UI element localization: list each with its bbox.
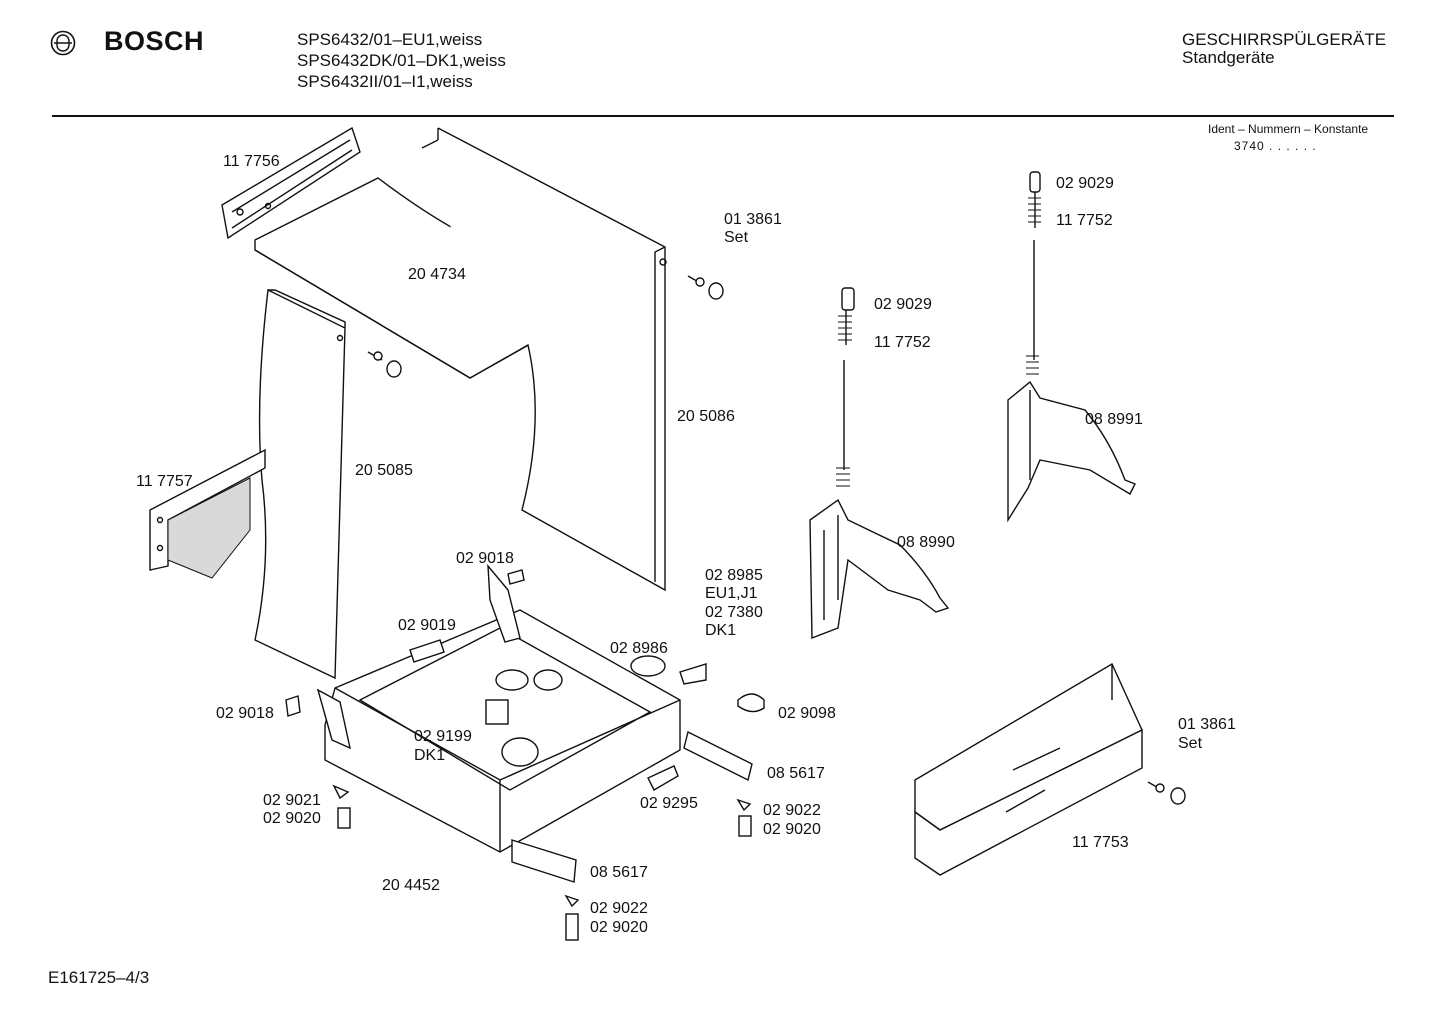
header-divider	[52, 115, 1394, 117]
footer-code: E161725–4/3	[48, 968, 150, 987]
label-set-a: Set	[724, 229, 749, 246]
label-029199: 02 9199	[414, 728, 472, 745]
part-205086-side-panel	[421, 127, 667, 592]
screw-cap-set-top	[367, 275, 724, 378]
part-117756-rail	[221, 126, 361, 240]
label-204734: 20 4734	[408, 266, 466, 283]
model-line-1: SPS6432/01–EU1,weiss	[297, 30, 483, 49]
label-029022-b: 02 9022	[590, 900, 648, 917]
label-085617-b: 08 5617	[590, 864, 648, 881]
model-line-3: SPS6432II/01–I1,weiss	[297, 72, 473, 91]
label-029295: 02 9295	[640, 795, 698, 812]
label-028985: 02 8985	[705, 567, 763, 584]
part-labels: 11 7756 20 4734 01 3861 Set 20 5086 20 5…	[136, 153, 1236, 936]
label-117757: 11 7757	[136, 473, 193, 490]
label-029019: 02 9019	[398, 617, 456, 634]
label-028986: 02 8986	[610, 640, 668, 657]
brand-name: BOSCH	[104, 26, 205, 56]
label-085617-a: 08 5617	[767, 765, 825, 782]
label-013861-b: 01 3861	[1178, 716, 1236, 733]
model-line-2: SPS6432DK/01–DK1,weiss	[297, 51, 506, 70]
small-parts	[285, 569, 1186, 941]
label-029029-b: 02 9029	[874, 296, 932, 313]
label-013861-a: 01 3861	[724, 211, 782, 228]
label-117752-b: 11 7752	[874, 334, 931, 351]
label-029029-a: 02 9029	[1056, 175, 1114, 192]
label-029020-b: 02 9020	[763, 821, 821, 838]
label-eu1j1: EU1,J1	[705, 585, 758, 602]
label-dk1-a: DK1	[705, 622, 736, 639]
label-029098: 02 9098	[778, 705, 836, 722]
label-029022-a: 02 9022	[763, 802, 821, 819]
label-088990: 08 8990	[897, 534, 955, 551]
label-027380: 02 7380	[705, 604, 763, 621]
part-117753-rail	[914, 663, 1143, 876]
part-088991-hinge	[1007, 171, 1136, 523]
label-029018-a: 02 9018	[456, 550, 514, 567]
ident-label: Ident – Nummern – Konstante	[1208, 122, 1369, 136]
label-029020-a: 02 9020	[263, 810, 321, 827]
ident-value: 3740 . . . . . .	[1234, 139, 1317, 153]
part-117757-bracket	[149, 448, 266, 579]
label-205086: 20 5086	[677, 408, 735, 425]
label-117756: 11 7756	[223, 153, 280, 170]
category-subtitle: Standgeräte	[1182, 48, 1275, 67]
label-029021: 02 9021	[263, 792, 321, 809]
label-029020-c: 02 9020	[590, 919, 648, 936]
label-088991: 08 8991	[1085, 411, 1143, 428]
label-029018-b: 02 9018	[216, 705, 274, 722]
label-117753: 11 7753	[1072, 834, 1129, 851]
part-088990-hinge	[809, 287, 950, 640]
label-204452: 20 4452	[382, 877, 440, 894]
part-205085-front-panel	[254, 288, 346, 680]
label-dk1-b: DK1	[414, 747, 445, 764]
category-title: GESCHIRRSPÜLGERÄTE	[1182, 30, 1387, 49]
bosch-logo-icon	[50, 30, 76, 56]
label-set-b: Set	[1178, 735, 1203, 752]
label-205085: 20 5085	[355, 462, 413, 479]
part-204452-base	[316, 563, 681, 853]
label-117752-a: 11 7752	[1056, 212, 1113, 229]
